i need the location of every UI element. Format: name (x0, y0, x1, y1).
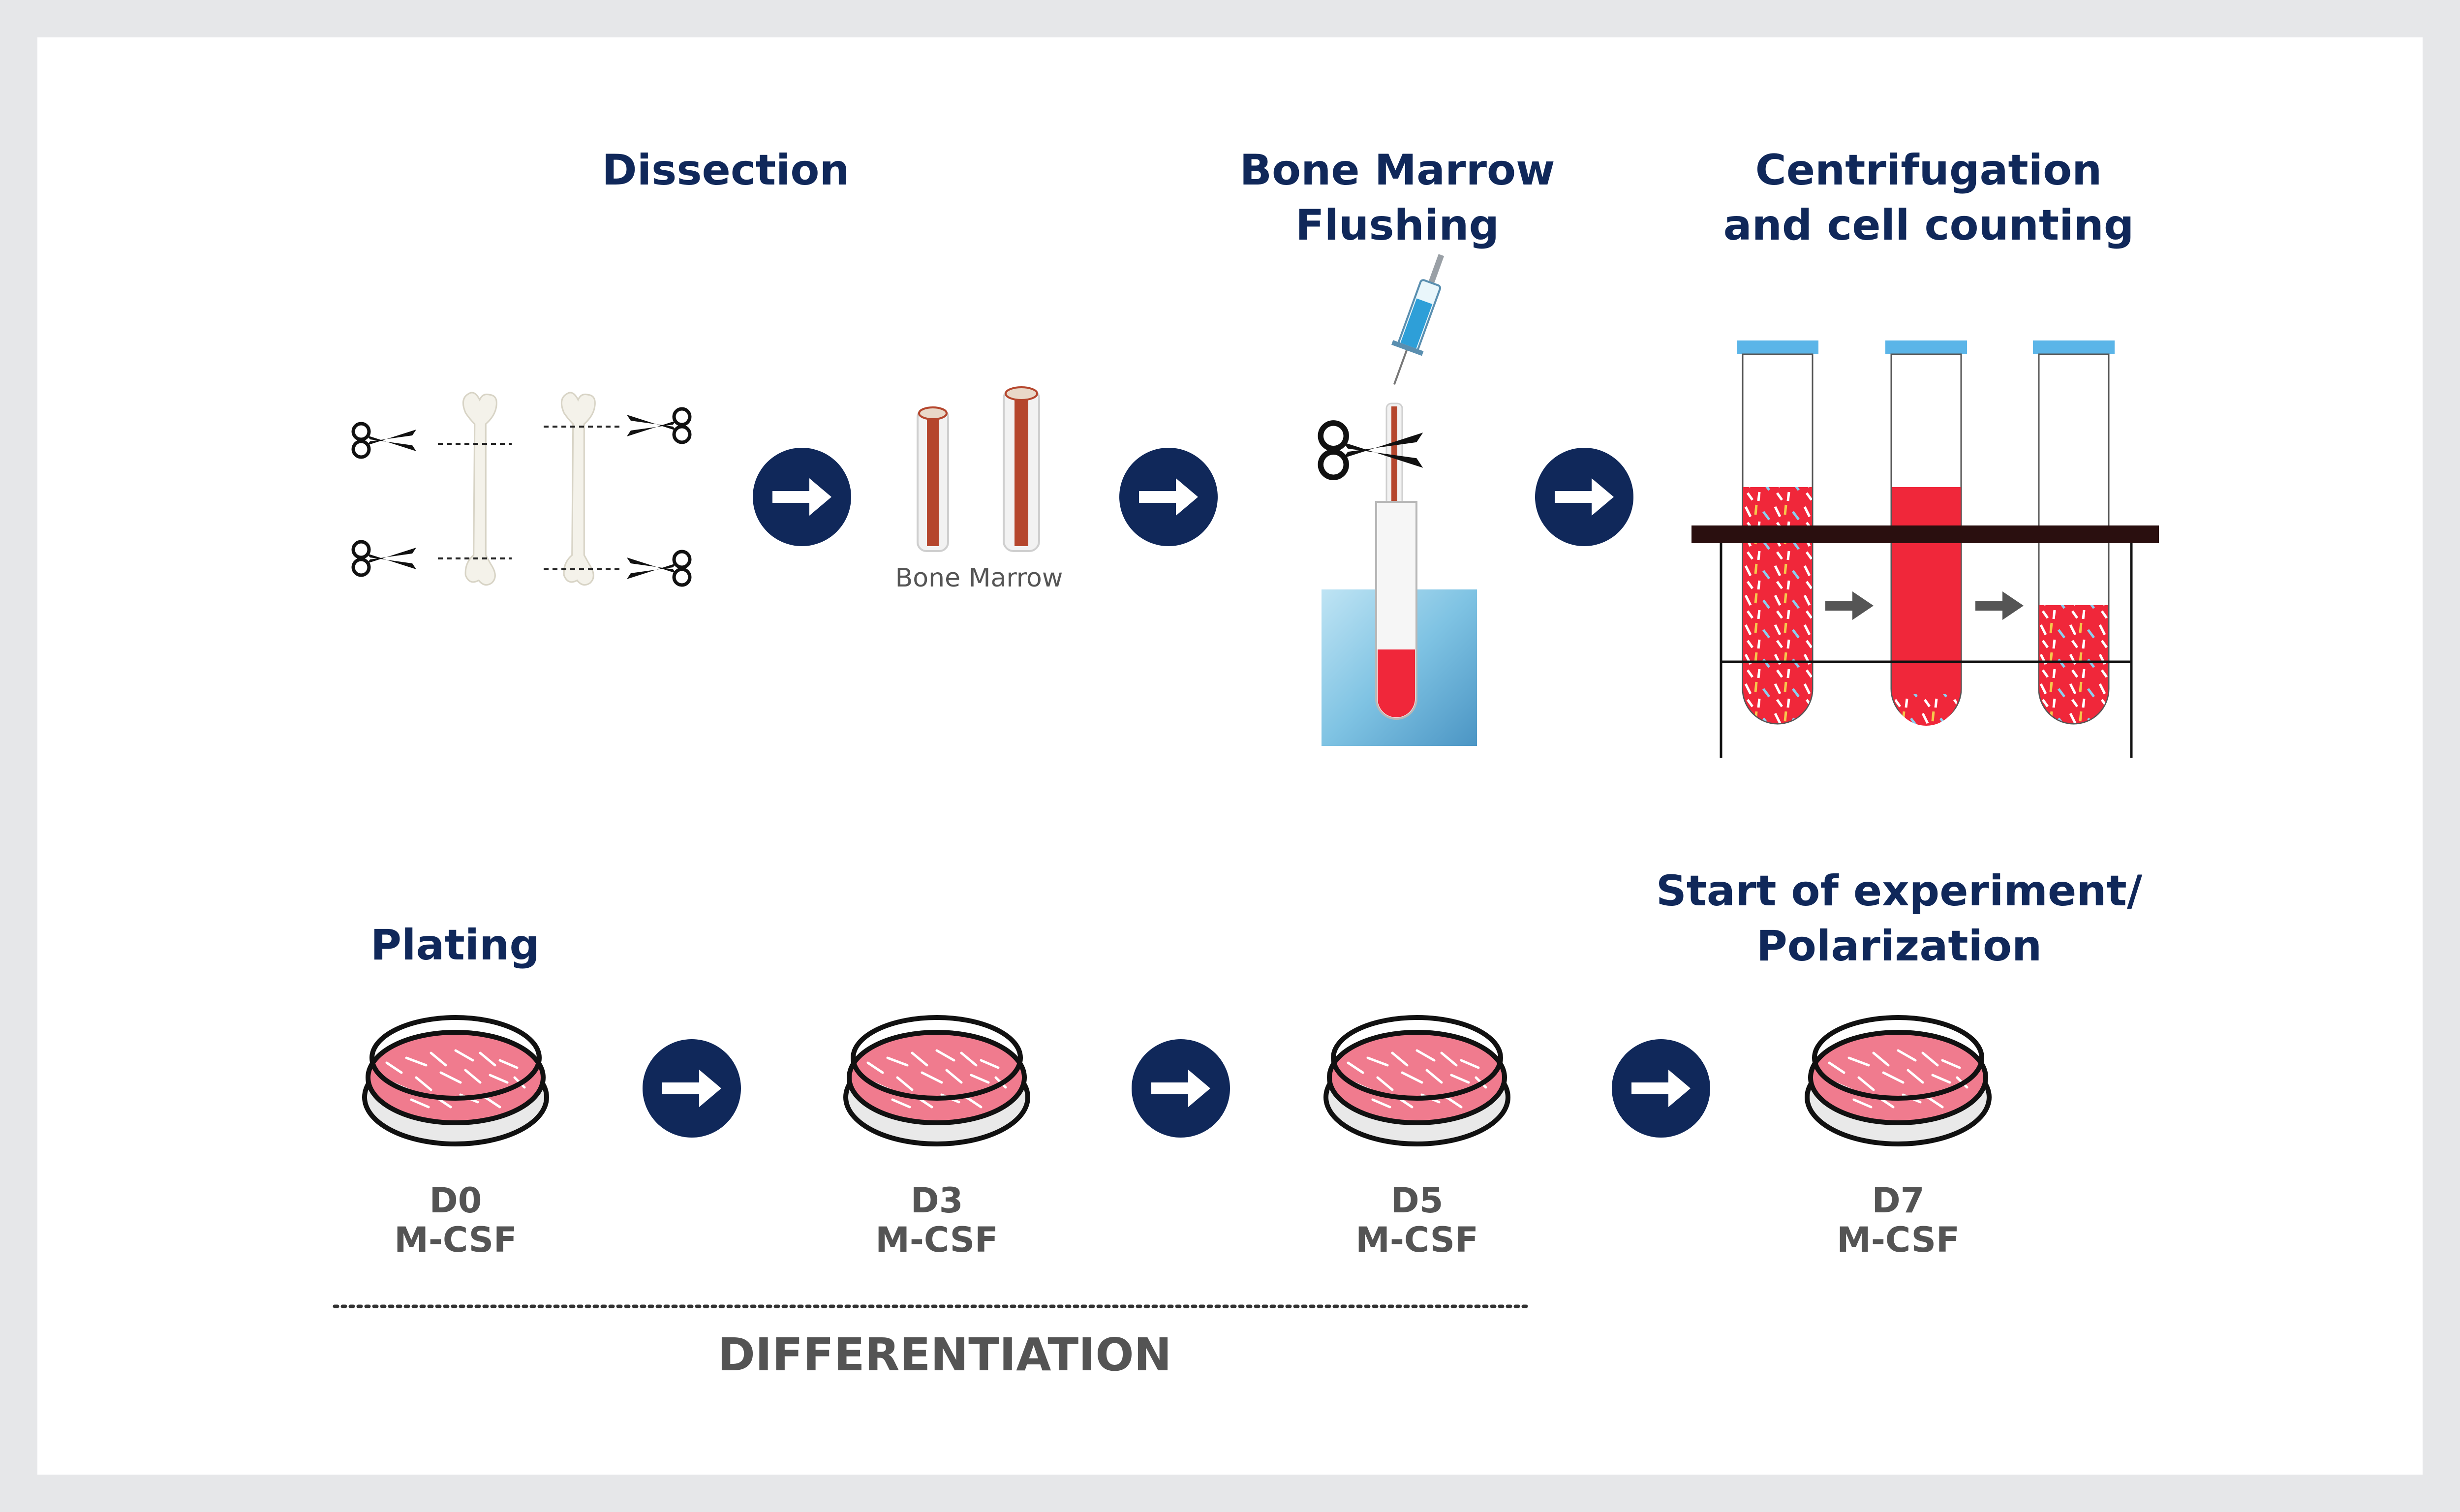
bone-segment-icon (917, 406, 949, 552)
arrow-right-icon (1975, 591, 2024, 620)
petri-dish-icon (1326, 1018, 1508, 1144)
arrow-right-icon (1612, 1039, 1710, 1138)
syringe-icon (1391, 254, 1445, 385)
test-tube-icon (1885, 340, 1967, 726)
arrow-right-icon (643, 1039, 741, 1138)
diagram-card (37, 37, 2423, 1475)
step-title-centrifugation: Centrifugation and cell counting (1723, 146, 2134, 250)
step-title-experiment: Start of experiment/ Polarization (1656, 866, 2143, 971)
bone-marrow-label: Bone Marrow (895, 563, 1063, 593)
step-title-plating: Plating (370, 921, 540, 970)
day-label-d0: D0 M-CSF (394, 1180, 517, 1260)
petri-dish-icon (365, 1018, 547, 1144)
bone-icon (462, 392, 497, 586)
scissors-icon (627, 409, 690, 442)
scissors-icon (353, 542, 416, 575)
arrow-right-icon (1535, 448, 1633, 546)
phase-label-differentiation: DIFFERENTIATION (717, 1328, 1172, 1381)
bone-icon (560, 392, 596, 586)
test-tube-icon (1375, 501, 1417, 720)
petri-dish-icon (846, 1018, 1028, 1144)
petri-dish-icon (1807, 1018, 1989, 1144)
bone-segment-icon (1003, 386, 1040, 552)
scissors-icon (1321, 423, 1423, 478)
tube-rack (1691, 525, 2159, 543)
step-title-dissection: Dissection (602, 146, 850, 195)
arrow-right-icon (1132, 1039, 1230, 1138)
day-label-d3: D3 M-CSF (875, 1180, 998, 1260)
step-title-flushing: Bone Marrow Flushing (1239, 146, 1555, 250)
arrow-right-icon (1825, 591, 1874, 620)
scissors-icon (627, 552, 690, 585)
day-label-d7: D7 M-CSF (1837, 1180, 1960, 1260)
day-label-d5: D5 M-CSF (1355, 1180, 1478, 1260)
test-tube-icon (2033, 340, 2115, 725)
arrow-right-icon (1119, 448, 1218, 546)
arrow-right-icon (753, 448, 851, 546)
scissors-icon (353, 424, 416, 457)
